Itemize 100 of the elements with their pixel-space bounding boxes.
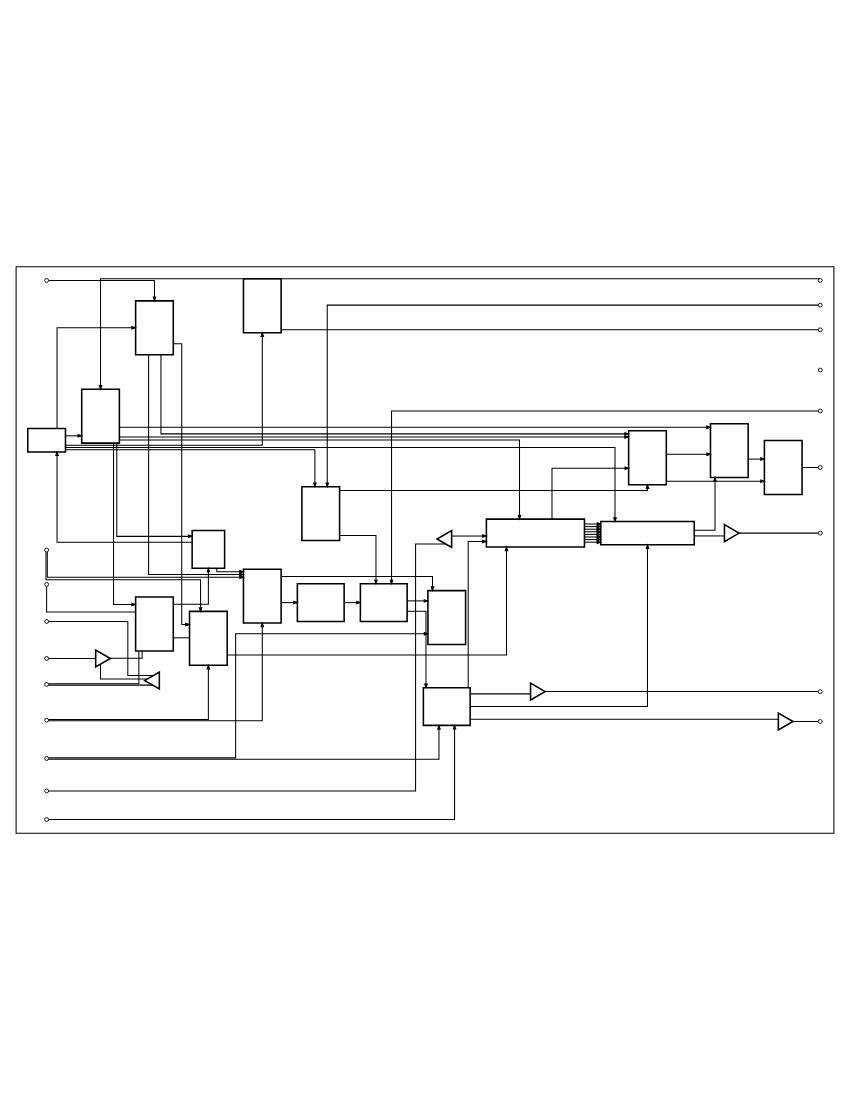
node-circle xyxy=(817,408,823,414)
connector xyxy=(48,543,447,792)
arrow xyxy=(280,575,435,592)
connector xyxy=(46,585,136,613)
arrow xyxy=(65,331,265,446)
arrow xyxy=(467,539,488,689)
connector xyxy=(48,684,154,686)
node-circle xyxy=(817,327,823,333)
arrow xyxy=(116,442,194,539)
node-box xyxy=(422,686,471,727)
arrow xyxy=(747,457,766,462)
node-box xyxy=(188,610,228,667)
node-box xyxy=(763,439,803,496)
node-box xyxy=(242,278,282,334)
connector xyxy=(801,467,819,469)
connector xyxy=(48,657,97,659)
arrow xyxy=(226,545,509,656)
node-triangle xyxy=(94,648,112,669)
node-triangle xyxy=(723,523,741,543)
arrow xyxy=(160,354,630,436)
node-box xyxy=(134,596,175,652)
connector xyxy=(693,535,725,537)
connector xyxy=(172,637,190,639)
node-box xyxy=(359,583,408,623)
arrow xyxy=(406,610,428,690)
node-box xyxy=(191,529,226,569)
arrow xyxy=(48,631,430,759)
node-box xyxy=(134,300,175,356)
arrow xyxy=(406,598,430,603)
arrow xyxy=(665,452,712,457)
connector xyxy=(792,720,819,722)
node-box xyxy=(27,427,67,453)
node-triangle xyxy=(435,529,453,549)
arrow xyxy=(56,325,137,429)
node-circle xyxy=(44,817,50,822)
arrow xyxy=(148,354,245,577)
connector xyxy=(280,329,819,331)
arrow xyxy=(64,433,84,438)
connector xyxy=(469,718,779,720)
node-triangle xyxy=(777,711,795,732)
connector xyxy=(109,650,143,659)
arrow xyxy=(389,410,819,586)
node-box xyxy=(242,568,282,624)
arrow xyxy=(48,723,441,760)
arrow xyxy=(119,435,631,439)
node-circle xyxy=(817,278,823,283)
node-box xyxy=(627,430,668,486)
node-circle xyxy=(44,547,50,553)
node-box xyxy=(80,388,121,444)
connector xyxy=(100,663,148,680)
node-circle xyxy=(817,465,823,470)
node-box xyxy=(599,520,695,546)
node-circle xyxy=(44,278,50,283)
arrow xyxy=(48,663,211,721)
arrow xyxy=(48,280,157,303)
arrow xyxy=(216,567,245,574)
node-circle xyxy=(44,619,50,624)
connector xyxy=(544,691,819,693)
node-circle xyxy=(44,717,50,723)
node-triangle xyxy=(529,681,547,702)
arrow xyxy=(325,304,819,489)
node-triangle xyxy=(143,670,161,691)
arrow xyxy=(119,439,522,521)
arrow xyxy=(45,551,203,613)
node-circle xyxy=(817,530,823,536)
arrow xyxy=(343,600,362,605)
arrow xyxy=(119,425,712,430)
arrow xyxy=(339,535,378,586)
node-circle xyxy=(44,756,50,761)
connector xyxy=(48,650,140,685)
node-box xyxy=(301,485,341,542)
arrow xyxy=(48,723,457,821)
arrow xyxy=(339,483,650,492)
arrow xyxy=(172,343,191,627)
node-box xyxy=(296,583,345,623)
arrow xyxy=(65,449,317,489)
connector xyxy=(738,532,819,534)
node-circle xyxy=(44,582,50,587)
node-box xyxy=(485,518,586,548)
arrow xyxy=(65,447,617,523)
arrow xyxy=(693,476,717,531)
arrow xyxy=(48,621,265,722)
node-circle xyxy=(817,689,823,694)
arrow xyxy=(665,479,766,484)
arrow xyxy=(172,566,211,605)
node-box xyxy=(427,589,467,646)
arrow xyxy=(551,466,631,520)
arrow xyxy=(55,450,193,543)
arrow xyxy=(98,278,820,391)
node-circle xyxy=(817,367,823,373)
arrow xyxy=(113,442,137,607)
arrow xyxy=(280,600,299,605)
node-circle xyxy=(44,788,50,794)
node-circle xyxy=(44,656,50,661)
connector xyxy=(469,693,532,695)
connector xyxy=(48,620,154,677)
arrow xyxy=(451,534,488,538)
node-circle xyxy=(44,682,50,687)
node-circle xyxy=(817,719,823,724)
arrow xyxy=(46,551,245,580)
